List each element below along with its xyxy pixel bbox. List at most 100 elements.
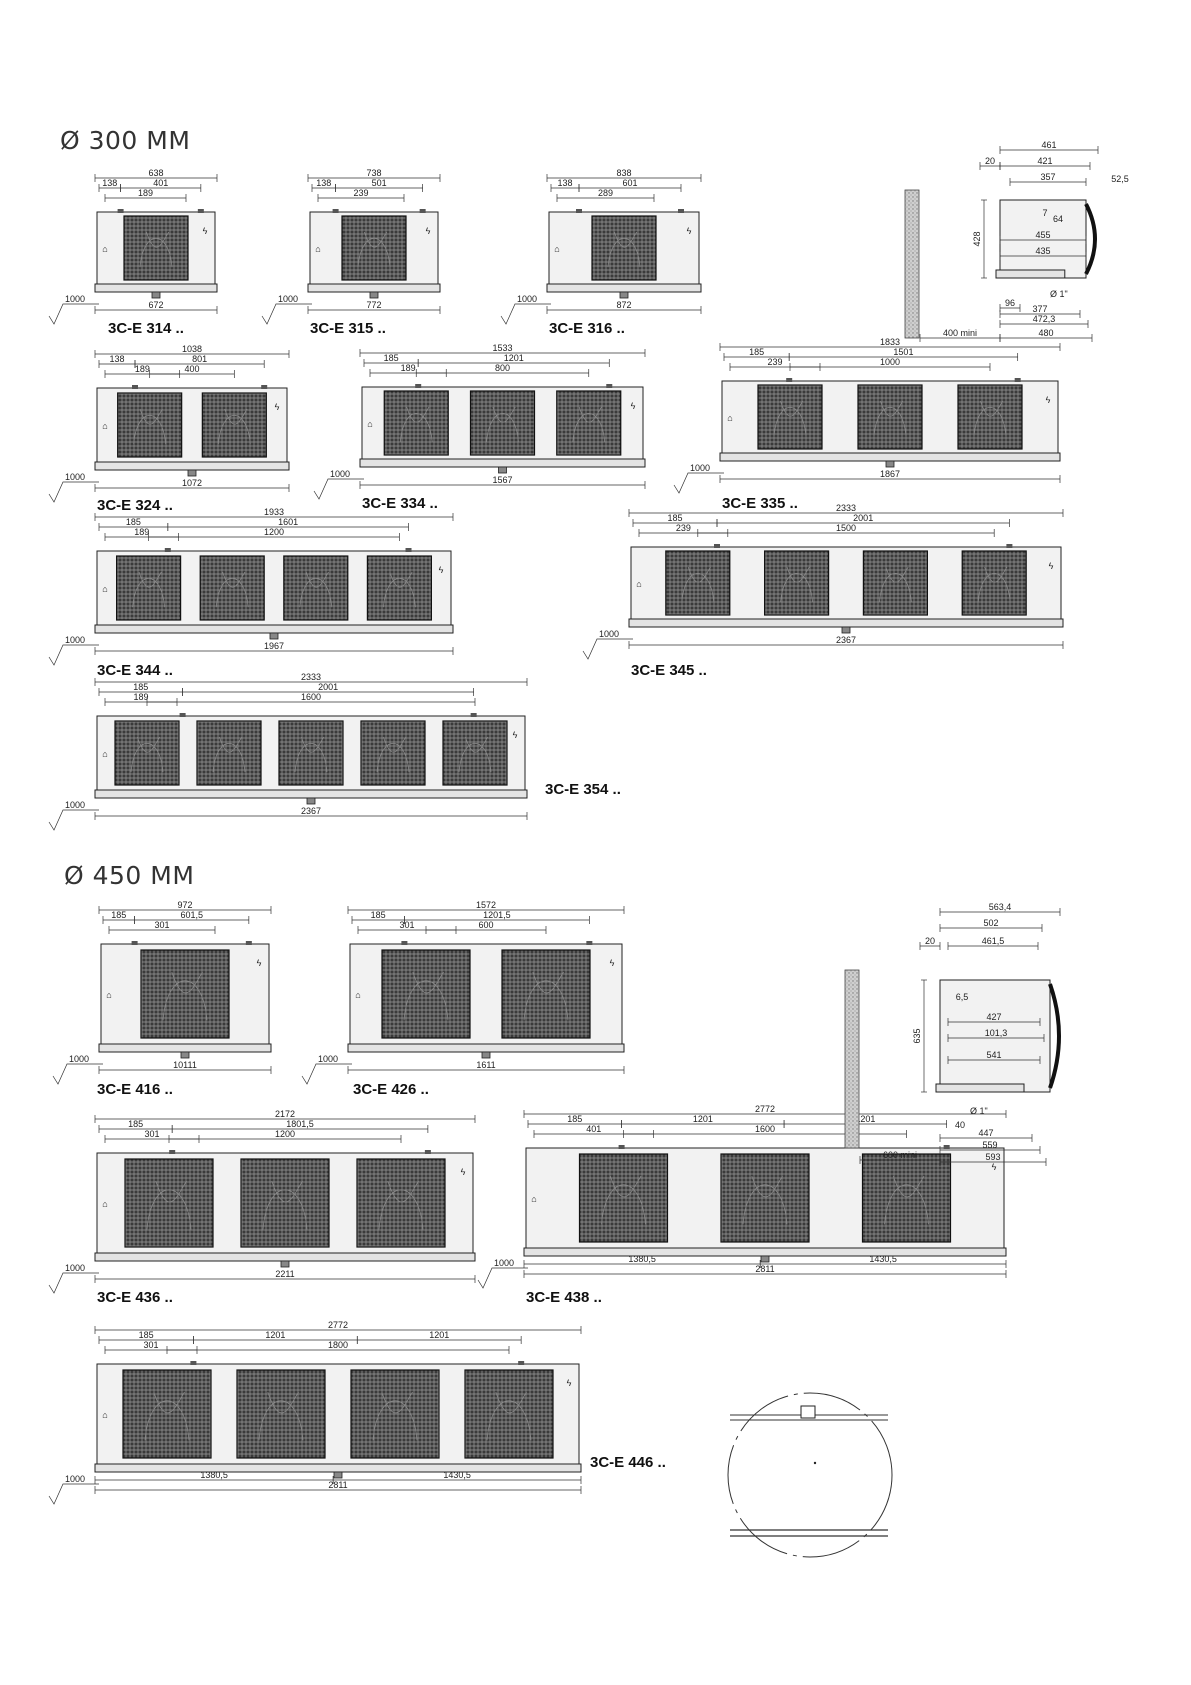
dimension-base-b: 1430,5 bbox=[443, 1470, 471, 1480]
dimension-edge: 185 bbox=[371, 910, 386, 920]
dimension-edge: 185 bbox=[139, 1330, 154, 1340]
dimension-tab: 52,5 bbox=[1111, 174, 1129, 184]
fan-swirl bbox=[271, 1180, 303, 1203]
side-tray bbox=[935, 1083, 1025, 1093]
dimension-mount: 2001 bbox=[853, 513, 873, 523]
fan-swirl bbox=[301, 736, 325, 753]
dimension-overall: 738 bbox=[366, 168, 381, 178]
clearance-mark bbox=[582, 638, 633, 660]
fan-guard-profile bbox=[1084, 203, 1097, 275]
fan-swirl bbox=[884, 1184, 929, 1225]
drain-icon: ⌂ bbox=[531, 1194, 536, 1204]
fan-swirl bbox=[458, 743, 492, 773]
fan-swirl bbox=[399, 413, 433, 443]
dimension-base: 2367 bbox=[301, 806, 321, 816]
fan-swirl bbox=[601, 1184, 646, 1225]
fan-grill bbox=[665, 550, 731, 616]
dimension-label: 96 bbox=[1005, 298, 1015, 308]
dimension-fan: 301 bbox=[399, 920, 414, 930]
dimension-base: 672 bbox=[148, 300, 163, 310]
dimension-pitch: 400 bbox=[184, 364, 199, 374]
drain-tray bbox=[94, 461, 290, 471]
dimension-overall: 2333 bbox=[836, 503, 856, 513]
mount-bracket bbox=[132, 385, 138, 389]
fan-swirl bbox=[984, 566, 1008, 583]
fan-grill bbox=[341, 215, 407, 281]
clearance-label: 1000 bbox=[599, 629, 619, 639]
electrical-icon: ϟ bbox=[257, 958, 262, 968]
dimension-mount: 401 bbox=[153, 178, 168, 188]
clearance-label: 1000 bbox=[517, 294, 537, 304]
dimension-edge: 185 bbox=[667, 513, 682, 523]
dimension-label: 64 bbox=[1053, 214, 1063, 224]
dimension-mount: 2001 bbox=[318, 682, 338, 692]
clearance-mark bbox=[48, 809, 99, 831]
fan-grill bbox=[240, 1158, 330, 1248]
mount-bracket bbox=[714, 544, 720, 548]
model-label: 3C-E 314 .. bbox=[108, 320, 184, 337]
dimension-edge: 138 bbox=[109, 354, 124, 364]
clearance-label: 1000 bbox=[65, 472, 85, 482]
model-label: 3C-E 334 .. bbox=[362, 495, 438, 512]
dimension-overall: 838 bbox=[616, 168, 631, 178]
fan-grill bbox=[757, 384, 823, 450]
drain-tray bbox=[94, 283, 218, 293]
fan-swirl bbox=[299, 578, 333, 608]
section-title-450: Ø 450 MM bbox=[64, 861, 195, 890]
drain-outlet bbox=[369, 291, 379, 299]
model-label: 3C-E 324 .. bbox=[97, 497, 173, 514]
dimension-label: 461 bbox=[1041, 140, 1056, 150]
dimension-fan: 189 bbox=[138, 188, 153, 198]
electrical-icon: ϟ bbox=[426, 226, 431, 236]
fan-swirl bbox=[389, 571, 413, 588]
dimension-label: 480 bbox=[1038, 328, 1053, 338]
dimension-base: 2211 bbox=[275, 1269, 294, 1279]
fan-swirl bbox=[364, 231, 388, 248]
dimension-mount-a: 1201 bbox=[693, 1114, 713, 1124]
dimension-overall: 1533 bbox=[492, 343, 512, 353]
fan-swirl bbox=[224, 408, 248, 425]
mount-bracket bbox=[606, 384, 613, 388]
electrical-icon: ϟ bbox=[567, 1378, 572, 1388]
fan-grill bbox=[720, 1153, 810, 1243]
fan-swirl bbox=[258, 1400, 304, 1441]
dimension-mount-b: 1201 bbox=[855, 1114, 875, 1124]
fan-swirl bbox=[578, 406, 602, 423]
fan-grill bbox=[862, 550, 929, 616]
dimension-edge: 185 bbox=[111, 910, 126, 920]
dimension-base: 1072 bbox=[182, 478, 202, 488]
fan-swirl bbox=[138, 571, 162, 588]
mount-bracket bbox=[415, 384, 422, 388]
drain-icon: ⌂ bbox=[102, 1410, 107, 1420]
fan-swirl bbox=[383, 578, 416, 608]
drain-tray bbox=[347, 1043, 625, 1053]
fan-swirl bbox=[465, 736, 489, 753]
dimension-mount: 501 bbox=[372, 178, 387, 188]
fan-swirl bbox=[376, 743, 410, 773]
drain-icon: ⌂ bbox=[102, 244, 107, 254]
dimension-pitch: 1600 bbox=[755, 1124, 775, 1134]
drain-outlet bbox=[269, 632, 279, 640]
drain-tray bbox=[94, 1252, 476, 1262]
fan-swirl bbox=[267, 1391, 299, 1414]
fan-grill bbox=[350, 1369, 440, 1459]
drain-tray bbox=[94, 624, 454, 634]
dimension-label: 20 bbox=[985, 156, 995, 166]
dimension-label: 461,5 bbox=[982, 936, 1005, 946]
side-body bbox=[999, 199, 1087, 279]
fan-swirl bbox=[262, 1189, 308, 1230]
clearance-label: 1000 bbox=[65, 1263, 85, 1273]
clearance-mark bbox=[477, 1267, 528, 1289]
fan-swirl bbox=[305, 571, 329, 588]
dimension-mount: 1501 bbox=[893, 347, 913, 357]
dimension-label: 6,5 bbox=[956, 992, 969, 1002]
drain-tray bbox=[98, 1043, 272, 1053]
clearance-mark bbox=[673, 472, 724, 494]
model-label: 3C-E 344 .. bbox=[97, 662, 173, 679]
clearance-label: 1000 bbox=[494, 1258, 514, 1268]
mount-bracket bbox=[419, 209, 426, 213]
